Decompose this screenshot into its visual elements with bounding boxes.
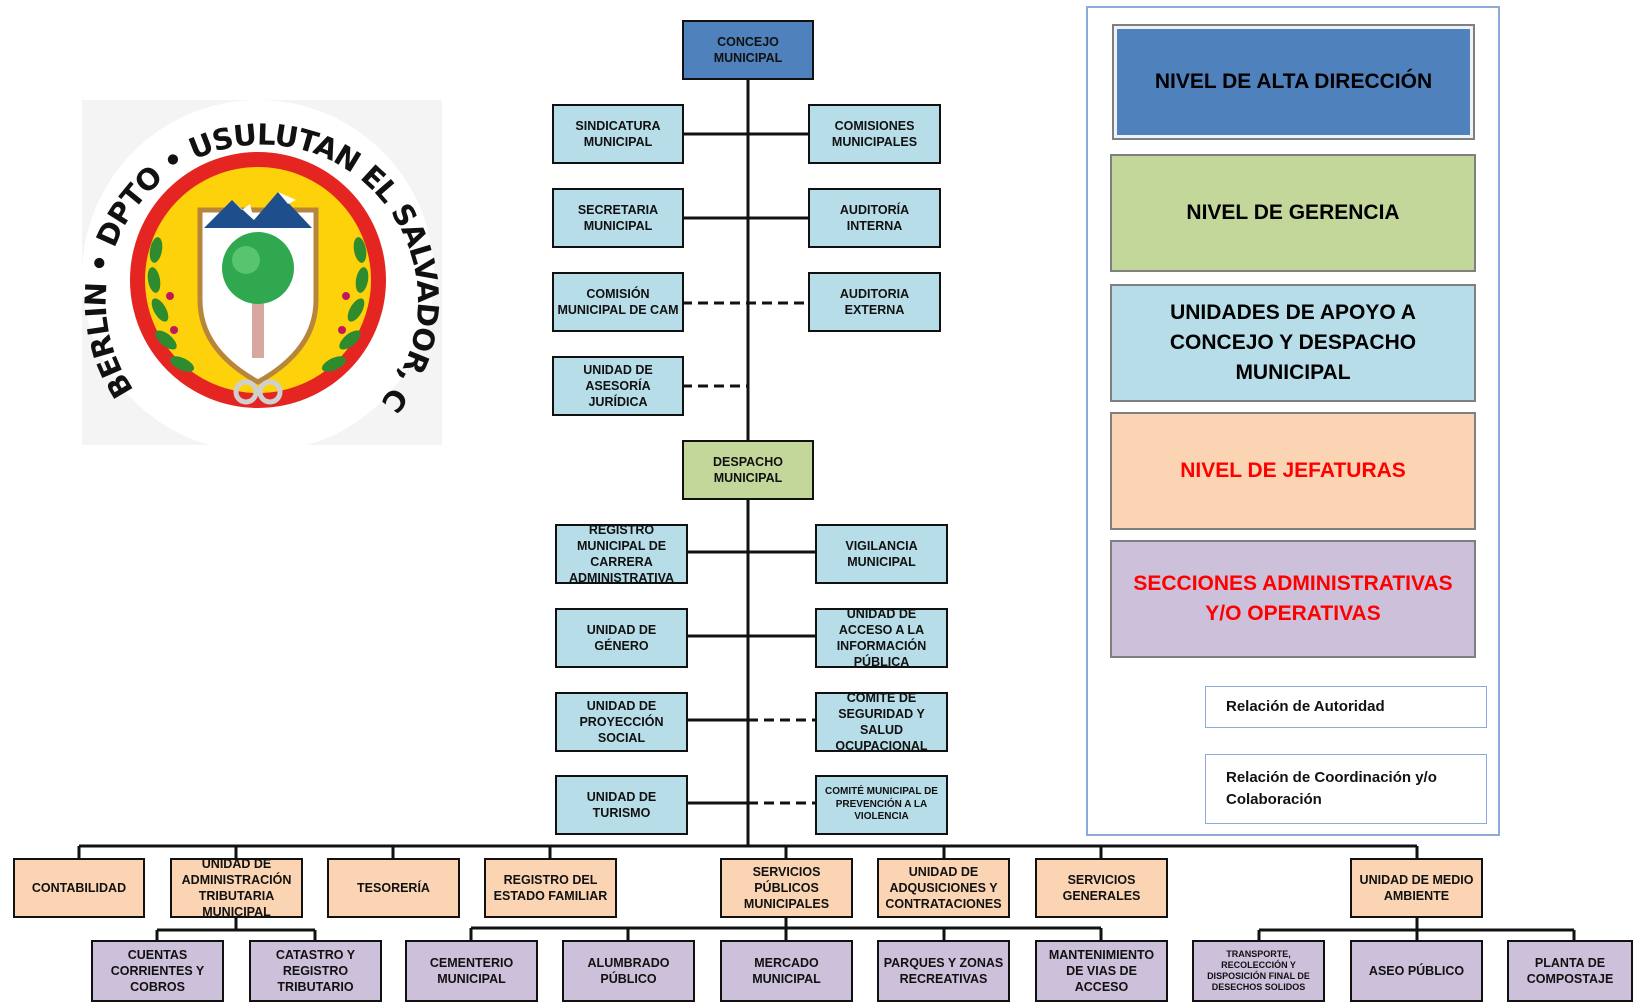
node-acceso-informacion-publica: UNIDAD DE ACCESO A LA INFORMACIÓN PÚBLIC… xyxy=(815,608,948,668)
node-unidad-turismo: UNIDAD DE TURISMO xyxy=(555,775,688,835)
node-auditoria-externa: AUDITORIA EXTERNA xyxy=(808,272,941,332)
legend-relacion-autoridad: Relación de Autoridad xyxy=(1205,686,1487,728)
node-despacho-municipal: DESPACHO MUNICIPAL xyxy=(682,440,814,500)
legend-gerencia: NIVEL DE GERENCIA xyxy=(1110,154,1476,272)
node-catastro-registro: CATASTRO Y REGISTRO TRIBUTARIO xyxy=(249,940,382,1002)
node-servicios-generales: SERVICIOS GENERALES xyxy=(1035,858,1168,918)
node-proyeccion-social: UNIDAD DE PROYECCIÓN SOCIAL xyxy=(555,692,688,752)
node-transporte-desechos: TRANSPORTE, RECOLECCIÓN Y DISPOSICIÓN FI… xyxy=(1192,940,1325,1002)
node-planta-compostaje: PLANTA DE COMPOSTAJE xyxy=(1507,940,1633,1002)
node-secretaria-municipal: SECRETARIA MUNICIPAL xyxy=(552,188,684,248)
node-cuentas-corrientes: CUENTAS CORRIENTES Y COBROS xyxy=(91,940,224,1002)
legend-relacion-coordinacion: Relación de Coordinación y/o Colaboració… xyxy=(1205,754,1487,824)
municipal-seal-logo: BERLIN • DPTO • USULUTAN EL SALVADOR, C.… xyxy=(82,100,442,445)
node-comite-seguridad-salud: COMITÉ DE SEGURIDAD Y SALUD OCUPACIONAL xyxy=(815,692,948,752)
legend-alta-direccion: NIVEL DE ALTA DIRECCIÓN xyxy=(1112,24,1475,140)
node-auditoria-interna: AUDITORÍA INTERNA xyxy=(808,188,941,248)
node-parques-zonas: PARQUES Y ZONAS RECREATIVAS xyxy=(877,940,1010,1002)
node-cementerio: CEMENTERIO MUNICIPAL xyxy=(405,940,538,1002)
legend-unidades-apoyo: UNIDADES DE APOYO A CONCEJO Y DESPACHO M… xyxy=(1110,284,1476,402)
node-mantenimiento-vias: MANTENIMIENTO DE VIAS DE ACCESO xyxy=(1035,940,1168,1002)
node-registro-carrera-administrativa: REGISTRO MUNICIPAL DE CARRERA ADMINISTRA… xyxy=(555,524,688,584)
node-registro-estado-familiar: REGISTRO DEL ESTADO FAMILIAR xyxy=(484,858,617,918)
node-tesoreria: TESORERÍA xyxy=(327,858,460,918)
legend-secciones: SECCIONES ADMINISTRATIVAS Y/O OPERATIVAS xyxy=(1110,540,1476,658)
node-medio-ambiente: UNIDAD DE MEDIO AMBIENTE xyxy=(1350,858,1483,918)
node-alumbrado-publico: ALUMBRADO PÚBLICO xyxy=(562,940,695,1002)
node-comision-municipal-cam: COMISIÓN MUNICIPAL DE CAM xyxy=(552,272,684,332)
node-aseo-publico: ASEO PÚBLICO xyxy=(1350,940,1483,1002)
node-sindicatura-municipal: SINDICATURA MUNICIPAL xyxy=(552,104,684,164)
node-servicios-publicos: SERVICIOS PÚBLICOS MUNICIPALES xyxy=(720,858,853,918)
node-unidad-genero: UNIDAD DE GÉNERO xyxy=(555,608,688,668)
node-contabilidad: CONTABILIDAD xyxy=(13,858,145,918)
legend-jefaturas: NIVEL DE JEFATURAS xyxy=(1110,412,1476,530)
node-concejo-municipal: CONCEJO MUNICIPAL xyxy=(682,20,814,80)
node-mercado-municipal: MERCADO MUNICIPAL xyxy=(720,940,853,1002)
node-asesoria-juridica: UNIDAD DE ASESORÍA JURÍDICA xyxy=(552,356,684,416)
node-vigilancia-municipal: VIGILANCIA MUNICIPAL xyxy=(815,524,948,584)
node-administracion-tributaria: UNIDAD DE ADMINISTRACIÓN TRIBUTARIA MUNI… xyxy=(170,858,303,918)
node-adquisiciones-contrataciones: UNIDAD DE ADQUSICIONES Y CONTRATACIONES xyxy=(877,858,1010,918)
node-comisiones-municipales: COMISIONES MUNICIPALES xyxy=(808,104,941,164)
node-comite-prevencion-violencia: COMITÉ MUNICIPAL DE PREVENCIÓN A LA VIOL… xyxy=(815,775,948,835)
